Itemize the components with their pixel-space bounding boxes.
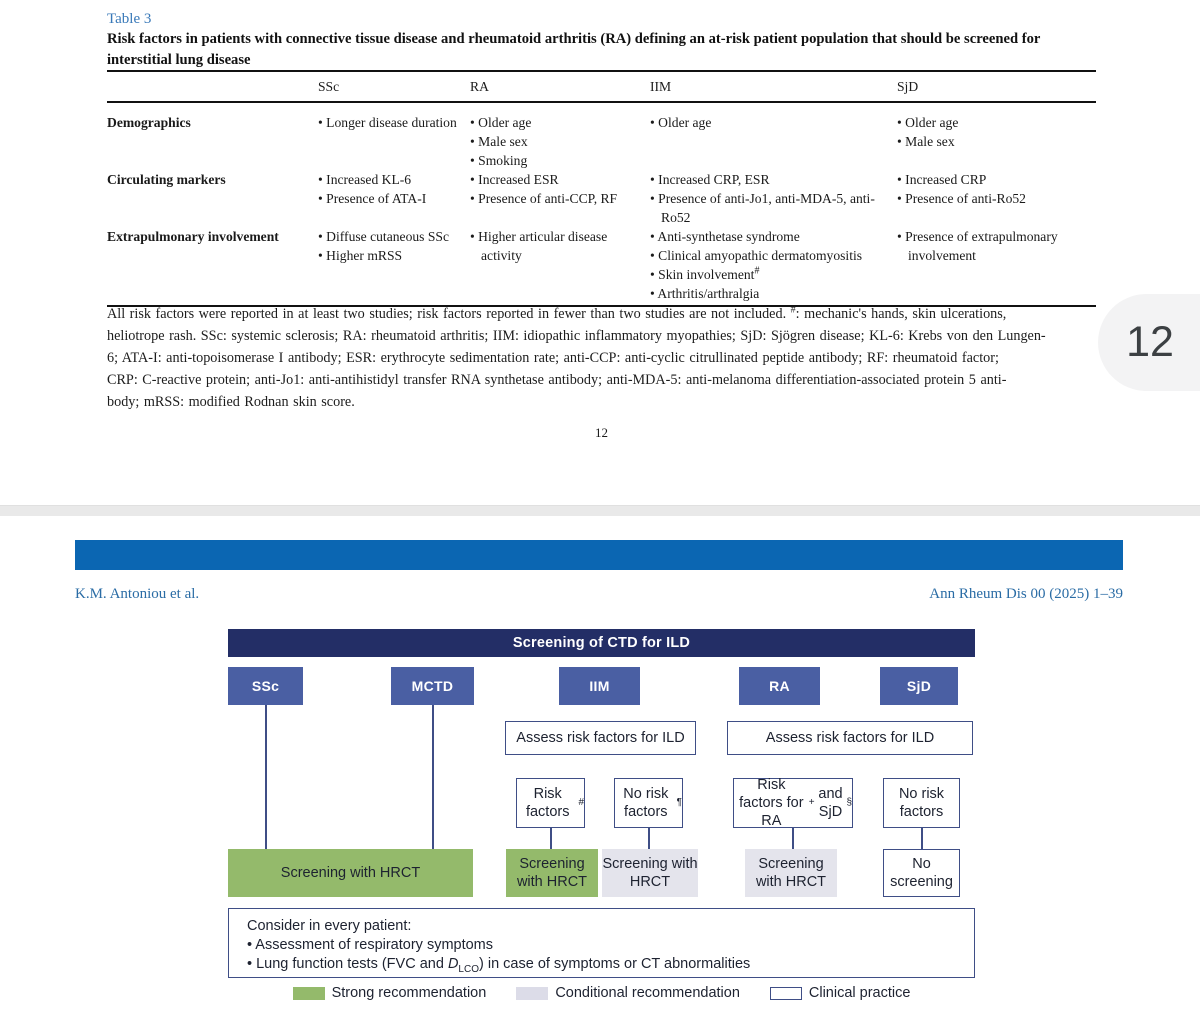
col-header-iim: IIM [650,79,672,94]
table-footnote: All risk factors were reported in at lea… [107,306,1110,416]
legend-swatch-strong [292,986,325,1000]
footnote-line: All risk factors were reported in at lea… [107,306,1007,322]
connector-line [550,828,552,849]
footnote-line: heliotrope rash. SSc: systemic sclerosis… [107,328,1046,344]
connector-line [648,828,650,849]
table-row: Demographics • Longer disease duration • O… [107,113,1096,170]
flowchart-legend: Strong recommendation Conditional recomm… [228,985,975,1001]
footnote-line: 6; ATA-I: anti-topoisomerase I antibody;… [107,350,999,366]
disease-box-mctd: MCTD [391,667,474,705]
legend-swatch-conditional [516,986,549,1000]
consider-line: Consider in every patient: [247,918,412,934]
consider-line: • Lung function tests (FVC and DLCO) in … [247,956,751,975]
table-cell: • Presence of extrapulmonary involvement [897,229,1058,263]
outcome-box-no-screening: No screening [883,849,960,897]
disease-box-sjd: SjD [880,667,958,705]
page-number: 12 [595,425,608,440]
legend-item-strong: Strong recommendation [292,985,487,1001]
legend-label: Clinical practice [808,985,911,1001]
col-header-sjd: SjD [897,79,919,94]
disease-box-iim: IIM [559,667,640,705]
table-cell: • Diffuse cutaneous SSc• Higher mRSS [318,229,450,263]
outcome-box-ssc-mctd-hrct: Screening with HRCT [228,849,473,897]
consider-line: • Assessment of respiratory symptoms [247,937,494,953]
table3-link[interactable]: Table 3 [107,11,152,27]
flowchart-title: Screening of CTD for ILD [228,629,975,657]
table-row: Circulating markers • Increased KL-6• Pre… [107,170,1096,227]
legend-swatch-clinical [769,986,802,1000]
legend-item-conditional: Conditional recommendation [516,985,740,1001]
footnote-line: CRP: C-reactive protein; anti-Jo1: anti-… [107,372,1007,388]
table-caption: Risk factors in patients with connective… [107,29,1102,70]
outcome-box-iim-risk-hrct: Screening with HRCT [506,849,598,897]
page-break-divider [0,505,1200,516]
row-label: Circulating markers [107,172,226,187]
col-header-ssc: SSc [318,79,340,94]
table-cell: • Older age [650,115,712,130]
table-cell: • Increased CRP• Presence of anti-Ro52 [897,172,1026,206]
assess-box-iim: Assess risk factors for ILD [505,721,696,755]
risk-factor-table: SSc RA IIM SjD Demographics • Longer dise… [107,70,1096,307]
row-label: Extrapulmonary involvement [107,229,279,244]
row-label: Demographics [107,115,191,130]
running-head-journal: Ann Rheum Dis 00 (2025) 1–39 [929,586,1123,602]
outcome-box-iim-norisk-hrct: Screening with HRCT [602,849,698,897]
table-cell: • Longer disease duration [318,115,457,130]
table-row: Extrapulmonary involvement • Diffuse cuta… [107,227,1096,303]
assess-box-ra-sjd: Assess risk factors for ILD [727,721,973,755]
table-cell: • Increased CRP, ESR• Presence of anti-J… [650,172,875,225]
risk-box-iim-risk: Risk factors# [516,778,585,828]
col-header-ra: RA [470,79,489,94]
disease-box-ra: RA [739,667,820,705]
caption-line: interstitial lung disease [107,51,251,68]
table-cell: • Higher articular disease activity [470,229,608,263]
outcome-box-ra-sjd-hrct: Screening with HRCT [745,849,837,897]
risk-box-iim-norisk: No risk factors¶ [614,778,683,828]
connector-line [921,828,923,849]
table-cell: • Increased KL-6• Presence of ATA-I [318,172,427,206]
caption-line: Risk factors in patients with connective… [107,31,1041,47]
disease-box-ssc: SSc [228,667,303,705]
risk-box-ra-sjd-risk: Risk factors for RA+ and SjD§ [733,777,853,829]
risk-box-sjd-norisk: No risk factors [883,778,960,828]
footnote-line: body; mRSS: modified Rodnan skin score. [107,394,355,410]
consider-box: Consider in every patient: • Assessment … [228,908,975,978]
journal-color-bar [75,540,1123,570]
table-header-row: SSc RA IIM SjD [107,72,1096,103]
connector-line [265,705,267,849]
connector-line [432,705,434,849]
legend-label: Strong recommendation [331,985,487,1001]
legend-item-clinical: Clinical practice [769,985,911,1001]
scroll-indicator-page: 12 [1126,318,1174,366]
page-scroll-indicator[interactable]: 12 [1098,294,1200,391]
table-cell: • Anti-synthetase syndrome• Clinical amy… [650,229,863,301]
table-cell: • Older age• Male sex [897,115,959,149]
table-cell: • Older age• Male sex• Smoking [470,115,532,168]
legend-label: Conditional recommendation [555,985,740,1001]
connector-line [792,828,794,849]
running-head-author: K.M. Antoniou et al. [75,586,200,602]
table-body: Demographics • Longer disease duration • O… [107,103,1096,307]
table-cell: • Increased ESR• Presence of anti-CCP, R… [470,172,618,206]
